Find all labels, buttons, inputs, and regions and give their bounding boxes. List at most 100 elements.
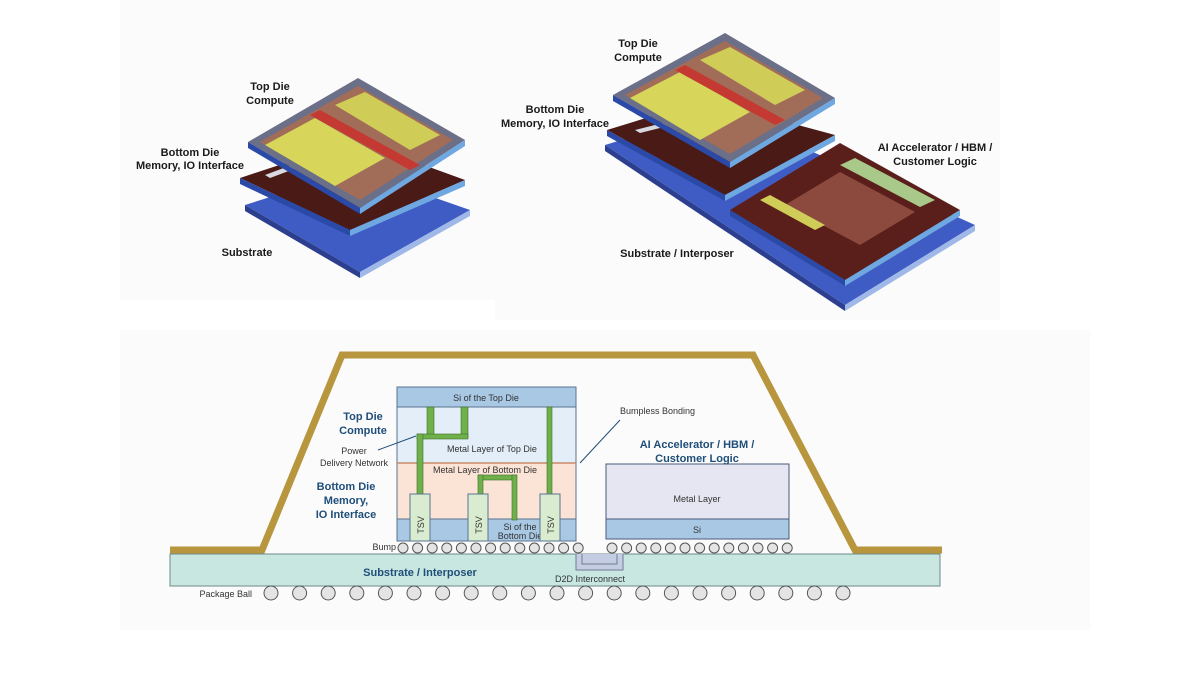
top-die-yellow-block bbox=[265, 118, 385, 186]
stack-3d-panel-left: Top Die Compute Bottom Die Memory, IO In… bbox=[120, 0, 500, 300]
label-bottom-die-role: Memory, IO Interface bbox=[136, 160, 244, 172]
package-ball bbox=[749, 585, 765, 601]
package-ball bbox=[578, 585, 594, 601]
package-ball bbox=[349, 585, 365, 601]
cross-section-panel: Substrate / Interposer D2D Interconnect … bbox=[120, 330, 1090, 630]
accelerator-die-green bbox=[840, 158, 935, 207]
bump bbox=[650, 542, 662, 554]
top-die-yellow-block-2 bbox=[335, 92, 440, 150]
label-accelerator: AI Accelerator / HBM / bbox=[878, 142, 993, 154]
bump bbox=[781, 542, 793, 554]
si-of-bottom-die-label-1: Si of the bbox=[503, 522, 536, 532]
substrate-slab-edge-right bbox=[360, 210, 470, 278]
bump bbox=[470, 542, 482, 554]
label-bottom-die: Bottom Die bbox=[161, 147, 220, 159]
tsv-label-3: TSV bbox=[546, 516, 556, 534]
top-die-compute-label-1: Top Die bbox=[343, 411, 383, 423]
pdn-pointer bbox=[377, 435, 417, 451]
bumpless-pointer bbox=[579, 419, 621, 464]
package-ball bbox=[606, 585, 622, 601]
bottom-die-edge-right bbox=[725, 135, 835, 201]
bump bbox=[543, 542, 555, 554]
metal-layer-top-die-label: Metal Layer of Top Die bbox=[447, 444, 537, 454]
interposer-slab-edge-right bbox=[845, 225, 975, 311]
top-die-edge-right bbox=[730, 98, 835, 168]
pdn-label-1: Power bbox=[341, 446, 367, 456]
label-top-die-role: Compute bbox=[614, 52, 662, 64]
bump bbox=[397, 542, 409, 554]
interposer-slab-edge bbox=[605, 145, 845, 311]
bumps-accelerator bbox=[606, 542, 793, 554]
top-die-edge bbox=[248, 142, 360, 214]
bump bbox=[723, 542, 735, 554]
package-ball bbox=[549, 585, 565, 601]
package-ball bbox=[806, 585, 822, 601]
package-ball bbox=[663, 585, 679, 601]
accel-metal-layer-label: Metal Layer bbox=[673, 494, 720, 504]
package-ball bbox=[692, 585, 708, 601]
bump bbox=[694, 542, 706, 554]
package-ball bbox=[635, 585, 651, 601]
bottom-die-edge-right bbox=[350, 180, 465, 236]
label-top-die: Top Die bbox=[250, 81, 290, 93]
label-bottom-die-role: Memory, IO Interface bbox=[501, 118, 609, 130]
package-balls bbox=[263, 585, 851, 601]
label-accelerator-role: Customer Logic bbox=[893, 156, 977, 168]
label-substrate: Substrate bbox=[222, 247, 273, 259]
bump bbox=[606, 542, 618, 554]
bottom-die-edge bbox=[240, 178, 350, 236]
top-die-edge-right bbox=[360, 140, 465, 214]
bump bbox=[664, 542, 676, 554]
package-ball bbox=[320, 585, 336, 601]
top-die-red-strip bbox=[675, 65, 785, 125]
package-ball bbox=[292, 585, 308, 601]
label-bottom-die: Bottom Die bbox=[526, 104, 585, 116]
tsv-2 bbox=[467, 493, 489, 542]
bump bbox=[737, 542, 749, 554]
bump bbox=[528, 542, 540, 554]
accelerator-die-edge-right bbox=[845, 210, 960, 286]
top-die-edge bbox=[613, 95, 730, 168]
package-ball bbox=[778, 585, 794, 601]
label-top-die-role: Compute bbox=[246, 95, 294, 107]
pdn-via-3 bbox=[416, 433, 424, 495]
pdn-arch-left bbox=[477, 474, 484, 495]
package-ball bbox=[492, 585, 508, 601]
cross-section-drawing: Substrate / Interposer D2D Interconnect … bbox=[169, 351, 942, 601]
bump bbox=[426, 542, 438, 554]
bump bbox=[572, 542, 584, 554]
bump bbox=[485, 542, 497, 554]
d2d-interconnect bbox=[575, 554, 624, 571]
package-ball bbox=[435, 585, 451, 601]
package-lid bbox=[170, 351, 942, 554]
bump bbox=[752, 542, 764, 554]
bump bbox=[558, 542, 570, 554]
package-ball bbox=[377, 585, 393, 601]
d2d-interconnect-label: D2D Interconnect bbox=[555, 574, 626, 584]
package-ball bbox=[406, 585, 422, 601]
bump bbox=[621, 542, 633, 554]
package-ball bbox=[835, 585, 851, 601]
accelerator-die-yellow bbox=[760, 195, 825, 230]
package-ball bbox=[263, 585, 279, 601]
bottom-die-label-2: Memory, bbox=[324, 495, 368, 507]
substrate-slab-edge bbox=[245, 205, 360, 278]
accel-label-1: AI Accelerator / HBM / bbox=[640, 439, 755, 451]
accelerator-die-grid bbox=[785, 172, 915, 245]
package-ball bbox=[520, 585, 536, 601]
pdn-via-4 bbox=[546, 406, 553, 495]
bump bbox=[679, 542, 691, 554]
label-top-die: Top Die bbox=[618, 38, 658, 50]
bottom-die-label-3: IO Interface bbox=[316, 509, 377, 521]
accel-metal-layer bbox=[605, 463, 790, 520]
bump bbox=[499, 542, 511, 554]
pdn-via-2 bbox=[460, 406, 469, 438]
accel-label-2: Customer Logic bbox=[655, 453, 739, 465]
tsv-label-2: TSV bbox=[474, 516, 484, 534]
bump bbox=[514, 542, 526, 554]
bottom-die-edge bbox=[607, 130, 725, 201]
label-substrate-interposer: Substrate / Interposer bbox=[620, 248, 734, 260]
pdn-via-1 bbox=[426, 406, 435, 438]
top-die-yellow-block bbox=[630, 72, 750, 140]
bump bbox=[455, 542, 467, 554]
